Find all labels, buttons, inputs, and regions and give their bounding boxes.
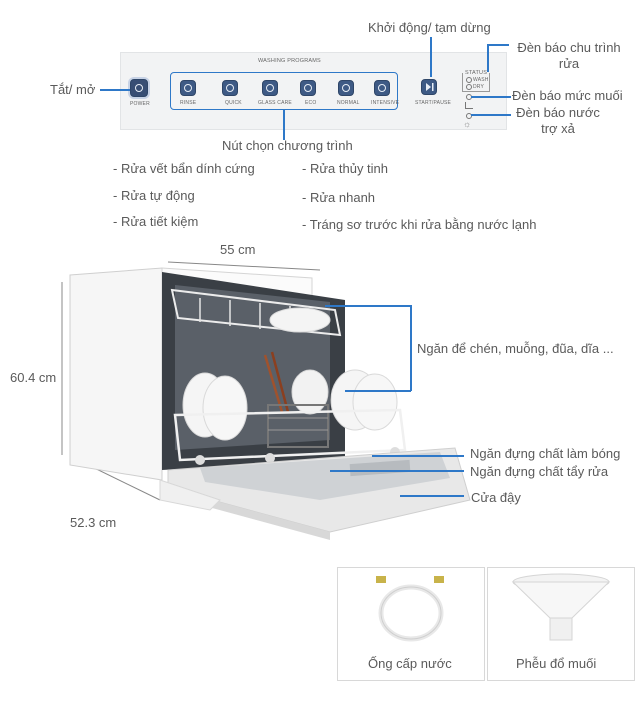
rinse-aid-callout-line [372,455,464,457]
callout-salt-line [471,96,511,98]
callout-cycle-line-h [487,44,509,46]
callout-program-line [283,110,285,140]
program-list-item: - Rửa tiết kiệm [113,214,199,229]
program-selector-group [170,72,398,110]
start-annotation: Khởi động/ tạm dừng [368,20,491,35]
rack-callout-bottom [345,390,411,392]
height-dimension: 60.4 cm [10,370,57,385]
eco-icon [304,84,312,92]
program-button-annotation: Nút chọn chương trình [222,138,353,153]
detergent-callout-line [330,470,464,472]
program-list-item: - Rửa nhanh [302,190,376,205]
program-normal-button[interactable] [338,80,354,96]
callout-start-line [430,37,432,77]
start-pause-label: START/PAUSE [415,100,452,106]
callout-cycle-line-v [487,44,489,72]
door-annotation: Cửa đậy [471,490,521,505]
wash-indicator-icon [466,77,472,83]
door-callout-line [400,495,464,497]
rinse-icon [184,84,192,92]
power-button-label: POWER [130,101,150,107]
panel-title: WASHING PROGRAMS [258,58,321,64]
program-list-item: - Rửa vết bẩn dính cứng [113,161,255,176]
status-dry: DRY [473,84,485,90]
rinse-aid-indicator-icon [466,113,472,119]
rack-callout-vertical [410,305,412,391]
program-eco-button[interactable] [300,80,316,96]
power-button[interactable] [130,79,148,97]
detergent-annotation: Ngăn đựng chất tẩy rửa [470,464,609,479]
program-intensive-button[interactable] [374,80,390,96]
dry-indicator-icon [466,84,472,90]
glass-icon [266,84,274,92]
rinse-aid-annotation: Ngăn đựng chất làm bóng [470,446,621,461]
rinse-aid-light-annotation: Đèn báo nước trợ xả [516,105,600,136]
status-title: STATUS [465,70,488,76]
rack-callout-top [325,305,411,307]
status-wash: WASH [473,77,489,83]
program-list-item: - Rửa tự động [113,188,195,203]
callout-power-line [100,89,130,91]
quick-icon [226,84,234,92]
accessory-label: Ống cấp nước [368,656,452,671]
power-icon [134,83,143,92]
width-dimension: 55 cm [220,242,256,257]
normal-icon [342,84,350,92]
play-pause-icon [426,83,434,91]
start-pause-button[interactable] [421,79,437,95]
depth-dimension: 52.3 cm [70,515,117,530]
program-list-item: - Rửa thủy tinh [302,161,389,176]
accessory-hose-card: Ống cấp nước [337,567,485,681]
program-rinse-button[interactable] [180,80,196,96]
rack-annotation: Ngăn để chén, muỗng, đũa, dĩa ... [417,341,614,356]
program-label: QUICK [225,100,242,106]
callout-rinse-aid-line [471,114,511,116]
program-label: ECO [305,100,317,106]
intensive-icon [378,84,386,92]
accessory-funnel-card: Phễu đổ muối [487,567,635,681]
dishwasher-illustration [61,261,471,540]
program-quick-button[interactable] [222,80,238,96]
water-hose-icon [376,576,444,642]
program-list-item: - Tráng sơ trước khi rửa bằng nước lạnh [302,217,537,232]
salt-symbol-icon [465,102,473,109]
program-label: INTENSIVE [371,100,400,106]
program-label: NORMAL [337,100,360,106]
cycle-light-annotation: Đèn báo chu trình rửa [517,40,621,71]
salt-funnel-icon [511,573,611,641]
rinse-aid-symbol-icon: ☼ [463,119,472,129]
status-frame [462,73,490,92]
salt-light-annotation: Đèn báo mức muối [512,88,623,103]
program-label: GLASS CARE [258,100,292,106]
program-label: RINSE [180,100,197,106]
program-glass-care-button[interactable] [262,80,278,96]
accessory-label: Phễu đổ muối [516,656,597,671]
power-annotation: Tắt/ mở [50,82,96,97]
